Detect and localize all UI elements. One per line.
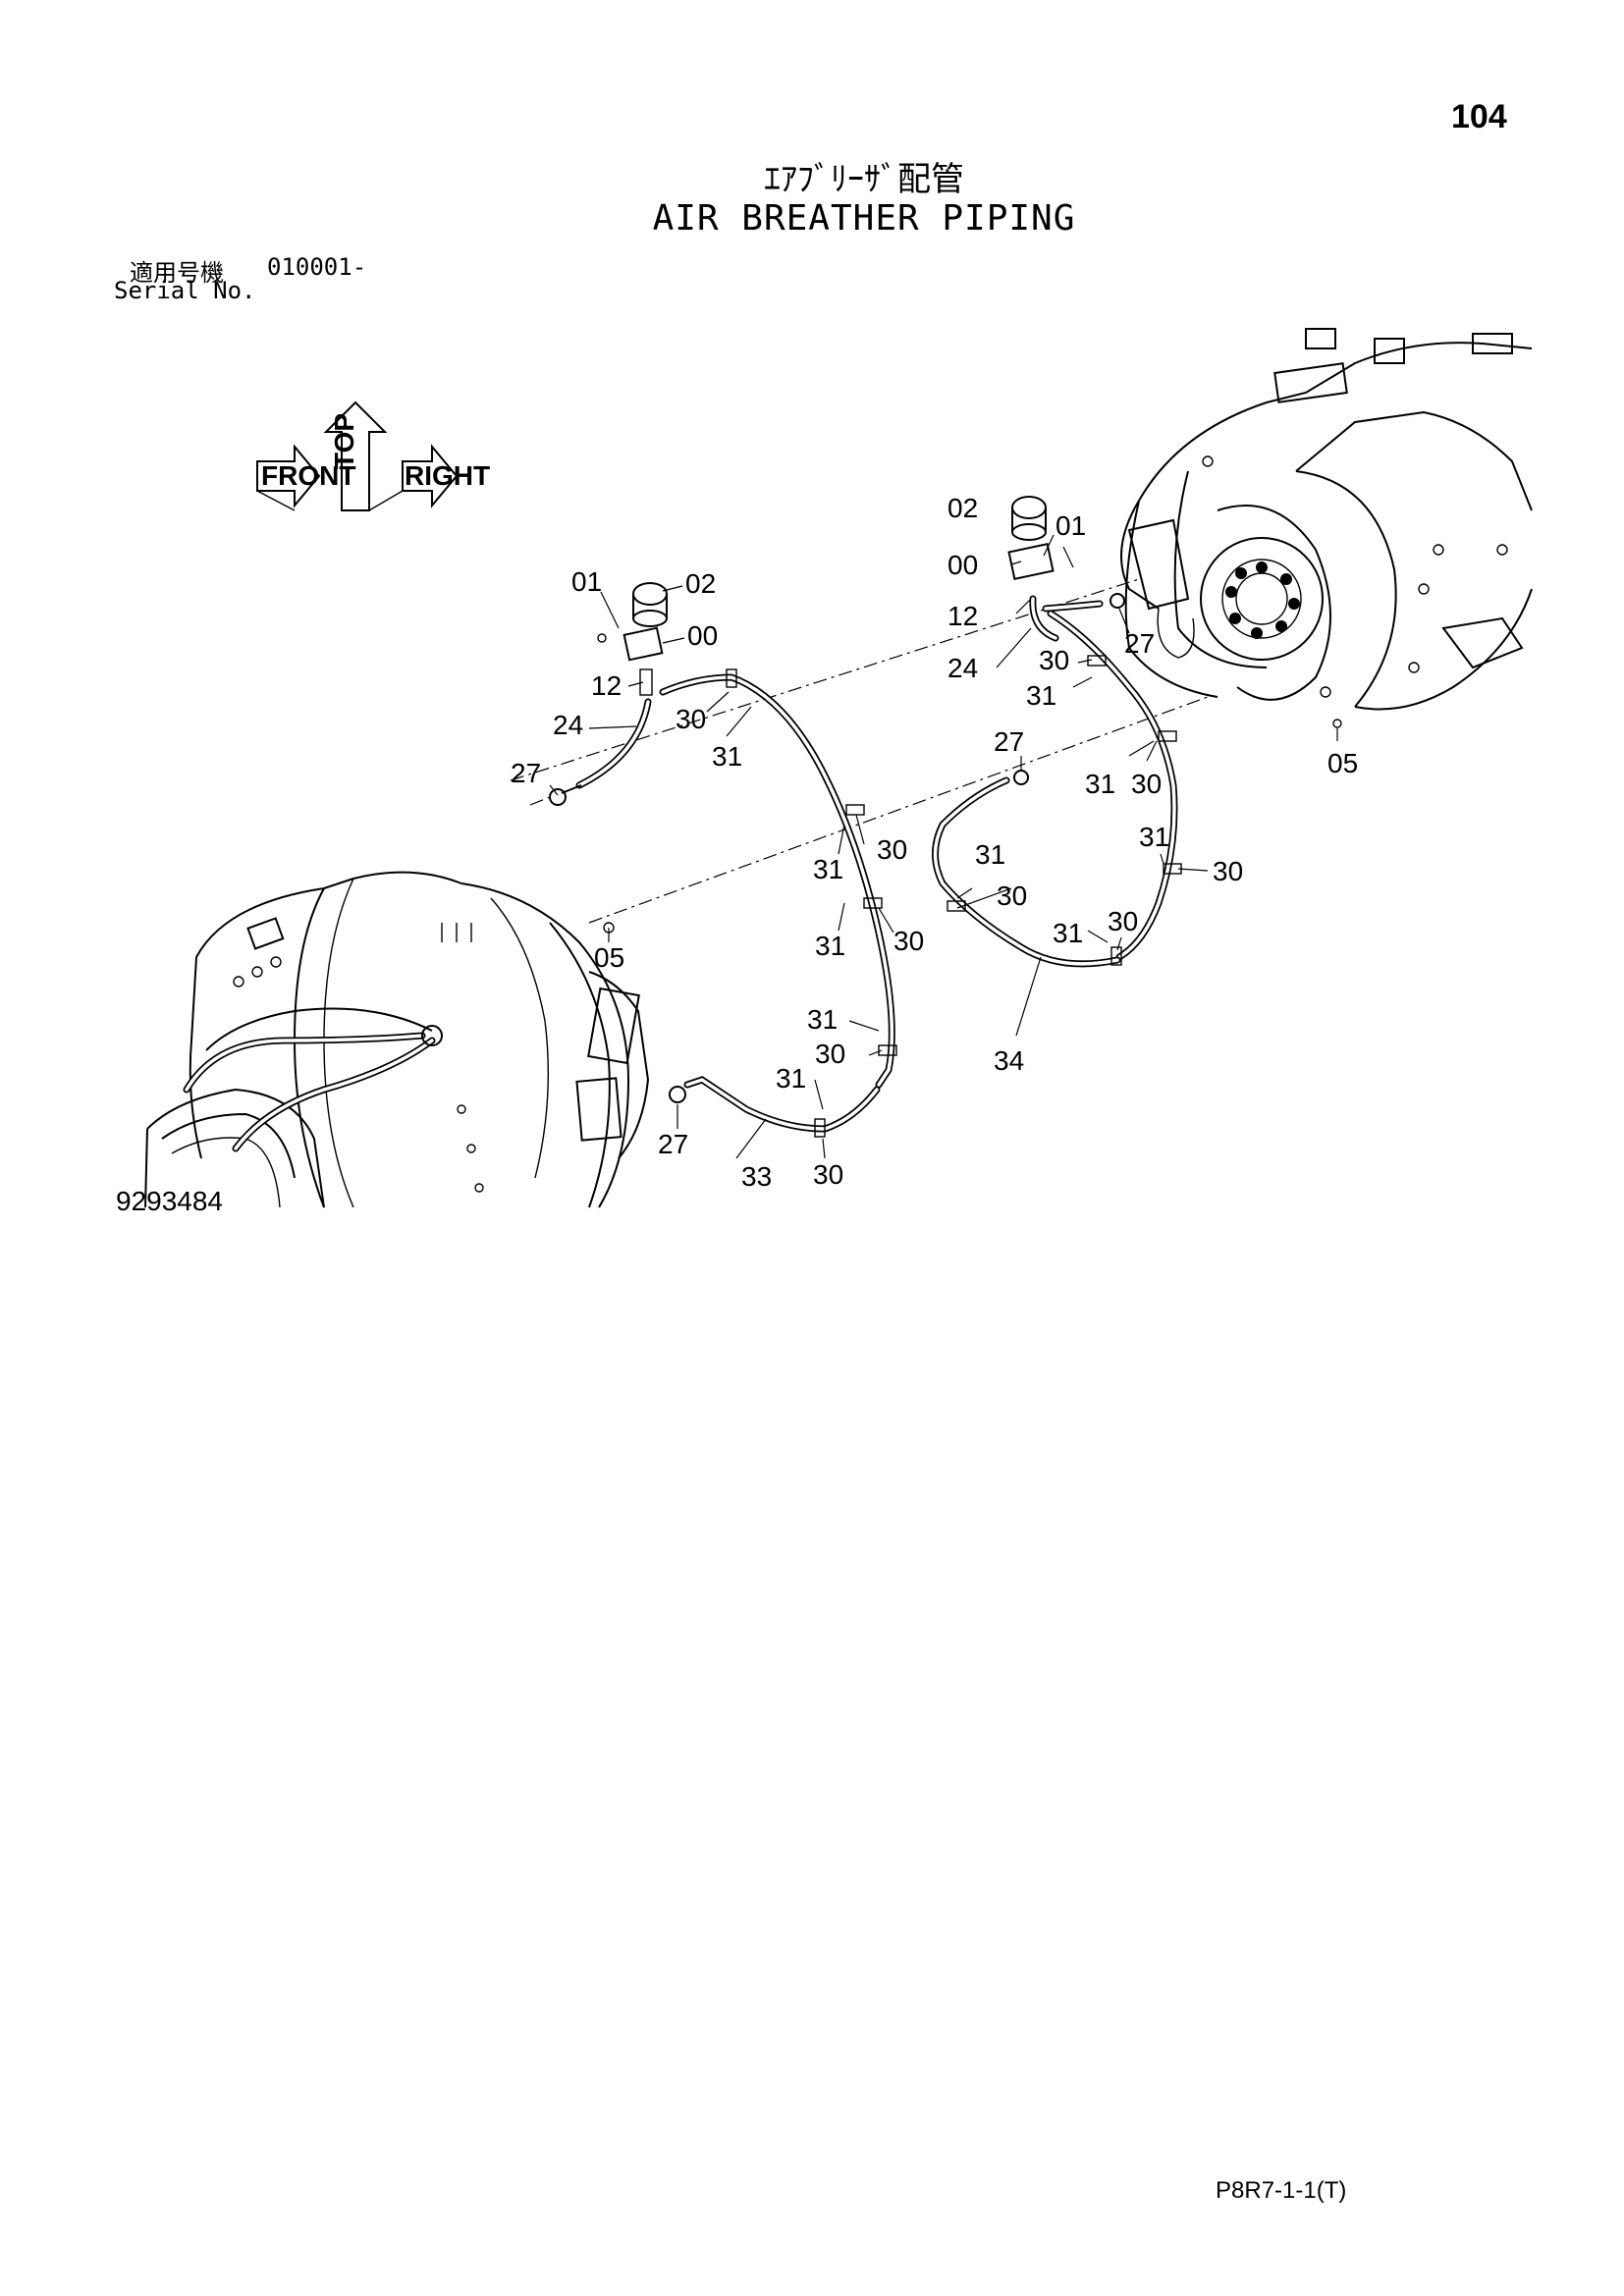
callout-31: 31 <box>1139 822 1169 852</box>
callout-31: 31 <box>815 931 845 961</box>
title-english: AIR BREATHER PIPING <box>652 198 1076 239</box>
callout-30: 30 <box>1039 645 1069 675</box>
callout-00-left: 00 <box>687 620 718 651</box>
page-number: 104 <box>1451 98 1507 135</box>
callout-02-left: 02 <box>685 568 716 599</box>
callout-24-right: 24 <box>947 653 978 683</box>
serial-number-value: 010001- <box>267 253 367 281</box>
hub-bolts <box>1225 561 1300 639</box>
orientation-label-right: RIGHT <box>405 460 490 491</box>
callout-12-right: 12 <box>947 601 978 631</box>
callout-27-left-upper: 27 <box>511 758 541 788</box>
callout-30: 30 <box>893 926 924 956</box>
drawing-number: 9293484 <box>116 1186 224 1216</box>
orientation-label-front: FRONT <box>261 460 355 491</box>
callout-05-left: 05 <box>594 942 624 973</box>
callout-31: 31 <box>776 1063 806 1094</box>
title-japanese: ｴｱﾌﾞﾘｰｻﾞ配管 <box>764 160 964 199</box>
callout-30: 30 <box>1213 856 1243 886</box>
callout-31: 31 <box>1053 918 1083 948</box>
callout-30: 30 <box>877 834 907 865</box>
callout-27-right-upper: 27 <box>1124 628 1155 659</box>
callout-12-left: 12 <box>591 670 622 701</box>
orientation-icon: FRONT TOP RIGHT <box>256 400 490 511</box>
callout-31: 31 <box>1026 680 1056 711</box>
callout-27-right-lower: 27 <box>994 726 1024 757</box>
right-housing-drawing <box>1120 328 1533 711</box>
callout-05-right: 05 <box>1327 748 1358 778</box>
callout-30: 30 <box>676 704 706 734</box>
callout-00-right: 00 <box>947 550 978 580</box>
callout-31: 31 <box>813 854 843 884</box>
callout-31: 31 <box>975 839 1005 870</box>
serial-label-english: Serial No. <box>114 277 256 304</box>
callout-30: 30 <box>815 1039 845 1069</box>
callout-01-right: 01 <box>1056 510 1086 541</box>
callout-30: 30 <box>1108 906 1138 936</box>
callout-27-left-lower: 27 <box>658 1129 688 1159</box>
callout-30: 30 <box>1131 769 1162 799</box>
part-callouts: 01 02 00 12 24 27 30 31 31 30 31 30 05 3… <box>511 493 1358 1192</box>
leader-lines <box>549 534 1338 1159</box>
serial-label-japanese: 適用号機 <box>130 259 224 287</box>
callout-30: 30 <box>997 881 1027 911</box>
callout-02-right: 02 <box>947 493 978 523</box>
callout-33: 33 <box>741 1161 772 1192</box>
callout-31: 31 <box>712 741 742 772</box>
callout-30: 30 <box>813 1159 843 1190</box>
callout-34: 34 <box>994 1045 1024 1076</box>
callout-01-left: 01 <box>571 566 602 597</box>
callout-24-left: 24 <box>553 710 583 740</box>
orientation-label-top: TOP <box>329 413 359 469</box>
document-code: P8R7-1-1(T) <box>1216 2177 1347 2204</box>
right-breather-hose-drawing <box>932 496 1342 968</box>
left-housing-drawing <box>144 871 650 1208</box>
callout-31: 31 <box>807 1004 838 1035</box>
callout-31: 31 <box>1085 769 1115 799</box>
left-breather-hose-drawing <box>549 582 897 1138</box>
